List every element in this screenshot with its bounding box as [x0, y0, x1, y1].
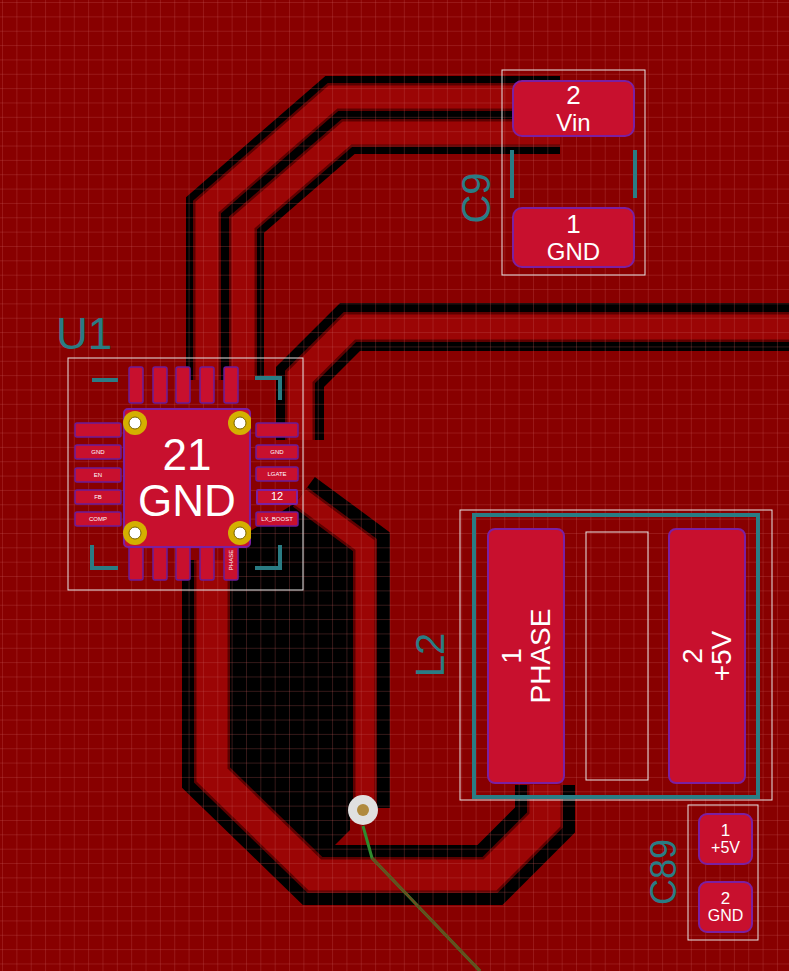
smd-pad [75, 367, 298, 580]
copper-pad: 2GND [698, 881, 753, 933]
net-name: PHASE [526, 609, 555, 704]
courtyard [460, 510, 772, 800]
copper-pad: 2+5V [668, 528, 746, 784]
pad-number: 1 [497, 648, 526, 664]
reference-designator: C9 [456, 172, 496, 223]
via [228, 521, 251, 545]
reference-designator: U1 [56, 312, 112, 356]
copper-pad: 2Vin [512, 80, 635, 137]
via [357, 804, 369, 816]
via [123, 411, 147, 435]
copper-pad: 21GND [123, 408, 251, 548]
courtyard [68, 358, 303, 590]
pin-name: PHASE [228, 550, 234, 570]
copper-pad: 12 [256, 489, 298, 505]
via [348, 795, 378, 825]
pin-name: GND [91, 449, 104, 455]
pad-number: 1 [721, 822, 730, 840]
courtyard [688, 805, 758, 940]
via [123, 521, 147, 545]
smd-pad [256, 445, 298, 459]
pin-name: COMP [89, 516, 107, 522]
silkscreen [474, 515, 758, 797]
courtyard [502, 70, 645, 275]
copper-pad: 1GND [512, 207, 635, 268]
pin-name: EN [94, 472, 102, 478]
pad-number: 12 [271, 491, 283, 503]
silkscreen [92, 150, 758, 797]
pad-number: 1 [566, 211, 580, 238]
reference-designator: C89 [646, 839, 682, 905]
net-name: GND [708, 908, 744, 925]
smd-pad [129, 367, 143, 403]
copper-pad: 1+5V [698, 813, 753, 865]
via-hole [129, 417, 141, 429]
net-name: +5V [711, 840, 740, 857]
ratsnest-line [372, 858, 480, 971]
net-name: GND [547, 239, 600, 264]
ratsnest-line [363, 826, 480, 971]
courtyard [68, 70, 772, 940]
pin-name: LGATE [267, 471, 286, 477]
smd-pad [224, 367, 238, 403]
smd-pad [75, 468, 121, 482]
via-hole [129, 527, 141, 539]
pad-number: 21 [163, 432, 212, 478]
smd-pad [75, 512, 121, 526]
smd-pad [75, 423, 121, 437]
pin-name: GND [270, 449, 283, 455]
net-name: GND [138, 478, 236, 524]
net-name: Vin [556, 110, 590, 135]
smd-pad [153, 367, 167, 403]
via [228, 411, 251, 435]
pin-name: LX_BOOST [261, 516, 293, 522]
pin-name: FB [94, 494, 102, 500]
smd-pad [256, 467, 298, 481]
reference-designator: L2 [410, 633, 450, 678]
rotated-text-frame: 2+5V [670, 530, 744, 782]
smd-pad [256, 512, 298, 526]
net-name: +5V [707, 631, 736, 682]
via-hole [234, 417, 246, 429]
silkscreen [512, 150, 635, 198]
pad-number: 2 [678, 648, 707, 664]
rotated-text-frame: 1PHASE [489, 530, 563, 782]
smd-pad [75, 445, 121, 459]
pad-number: 2 [721, 890, 730, 908]
smd-pad [75, 490, 121, 504]
smd-pad [256, 423, 298, 437]
courtyard [586, 532, 648, 780]
smd-pad [200, 367, 214, 403]
via-hole [234, 527, 246, 539]
pad-number: 2 [566, 82, 580, 109]
via [348, 795, 378, 825]
smd-pad [176, 367, 190, 403]
copper-pad: 1PHASE [487, 528, 565, 784]
